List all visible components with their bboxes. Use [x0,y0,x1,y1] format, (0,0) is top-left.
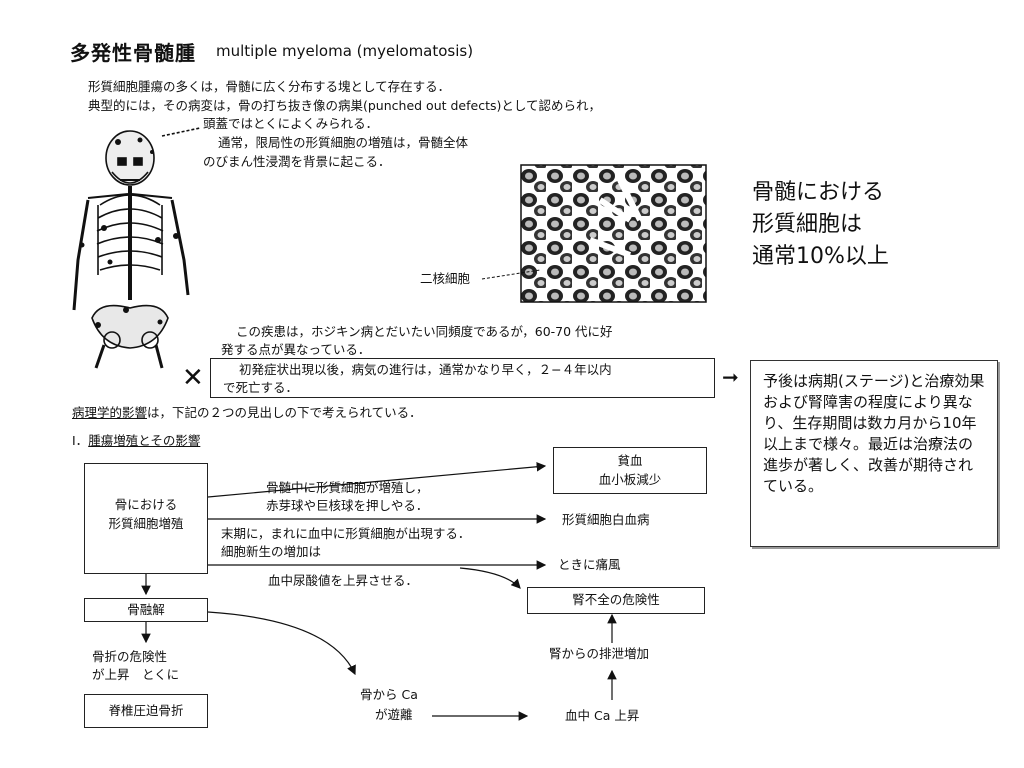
bone-proliferation-box: 骨における 形質細胞増殖 [84,463,208,574]
bone-box-line-1: 骨における [114,497,178,512]
marrow-line-2: 赤芽球や巨核球を押しやる． [266,498,429,513]
anemia-line-2: 血小板減少 [598,472,662,487]
renal-excretion-label: 腎からの排泄増加 [549,646,650,661]
page-title: 多発性骨髄腫 [70,41,196,65]
prognosis-note: 予後は病期(ステージ)と治療効果および腎障害の程度により異なり、生存期間は数カ月… [750,360,998,547]
fracture-risk-line-1: 骨折の危険性 [92,649,168,664]
renal-failure-box: 腎不全の危険性 [527,587,705,614]
vertebral-fracture-label: 脊椎圧迫骨折 [108,703,184,718]
osteolysis-label: 骨融解 [127,602,165,617]
blood-ca-label: 血中 Ca 上昇 [565,708,640,723]
pathology-line: 病理学的影響は，下記の２つの見出しの下で考えられている． [72,404,422,422]
arrow-right-icon: ➞ [722,365,739,389]
x-mark-icon: ✕ [182,363,204,393]
cell-turnover-text: 細胞新生の増加は [221,544,322,559]
fracture-risk-line-2: が上昇 とくに [92,667,180,682]
note-line-3: 通常10%以上 [752,244,889,269]
uric-acid-text: 血中尿酸値を上昇させる． [268,573,419,588]
binucleate-cell-label: 二核細胞 [420,271,471,286]
gout-label: ときに痛風 [558,557,621,572]
ca-release-line-1: 骨から Ca [360,687,418,702]
renal-failure-label: 腎不全の危険性 [572,592,660,607]
progression-line-2: で死亡する． [223,380,299,395]
intro-line-1: 形質細胞腫瘍の多くは，骨髄に広く分布する塊として存在する． [88,79,451,94]
disease-line-2: 発する点が異なっている． [221,342,371,357]
plasma-cell-leukemia: 形質細胞白血病 [562,512,650,527]
anemia-box: 貧血 血小板減少 [553,447,707,494]
intro-line-3: 頭蓋ではとくによくみられる． [203,116,379,131]
vertebral-fracture-box: 脊椎圧迫骨折 [84,694,208,728]
pathology-rest: は，下記の２つの見出しの下で考えられている． [147,405,422,420]
note-line-2: 形質細胞は [752,212,863,237]
intro-line-4: 通常，限局性の形質細胞の増殖は，骨髄全体 [218,135,469,150]
marrow-line-1: 骨髄中に形質細胞が増殖し， [266,480,429,495]
ca-release-line-2: が遊離 [375,707,413,722]
progression-line-1: 初発症状出現以後，病気の進行は，通常かなり早く，２−４年以内 [239,362,612,377]
late-stage-text: 末期に，まれに血中に形質細胞が出現する． [221,526,471,541]
intro-line-5: のびまん性浸潤を背景に起こる． [203,154,391,169]
section-title: 腫瘍増殖とその影響 [88,433,201,448]
note-line-1: 骨髄における [752,180,885,205]
intro-line-2: 典型的には，その病変は，骨の打ち抜き像の病巣(punched out defec… [88,98,601,113]
section-number: Ⅰ． [72,433,89,448]
osteolysis-box: 骨融解 [84,598,208,622]
anemia-line-1: 貧血 [617,453,643,468]
pathology-heading: 病理学的影響 [72,405,148,420]
page-subtitle: multiple myeloma (myelomatosis) [216,42,474,60]
bone-box-line-2: 形質細胞増殖 [108,516,184,531]
section-heading: Ⅰ．腫瘍増殖とその影響 [72,432,200,450]
progression-box: 初発症状出現以後，病気の進行は，通常かなり早く，２−４年以内 で死亡する． [210,358,715,398]
disease-line-1: この疾患は，ホジキン病とだいたい同頻度であるが，60-70 代に好 [236,324,613,339]
